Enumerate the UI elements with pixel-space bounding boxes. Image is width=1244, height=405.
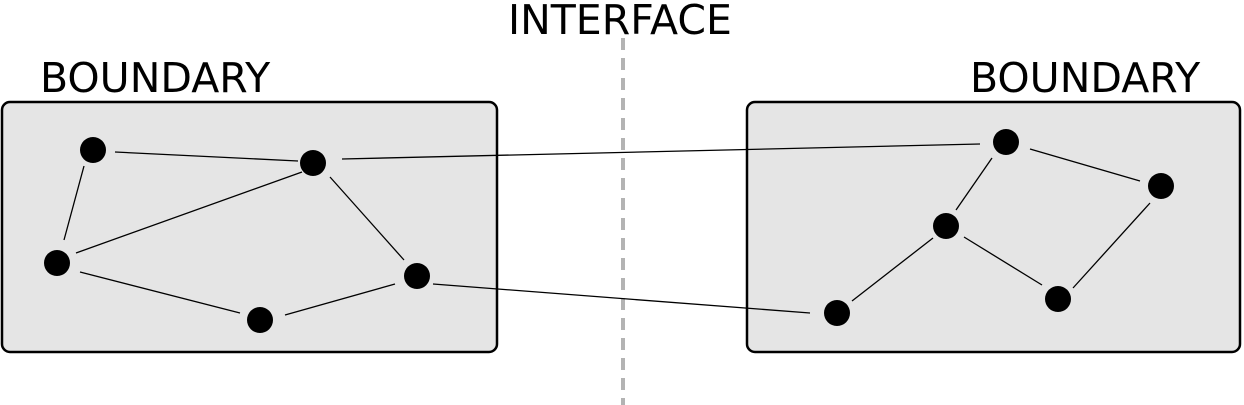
edge bbox=[1029, 148, 1141, 182]
edge bbox=[432, 283, 811, 314]
edge bbox=[963, 236, 1043, 286]
edge bbox=[284, 283, 396, 316]
edge bbox=[1072, 202, 1151, 289]
edge bbox=[75, 171, 303, 254]
node bbox=[824, 300, 850, 326]
node bbox=[993, 129, 1019, 155]
node bbox=[44, 250, 70, 276]
edge bbox=[851, 237, 934, 302]
left-boundary-label: BOUNDARY bbox=[40, 54, 271, 102]
right-boundary-label: BOUNDARY bbox=[970, 54, 1201, 102]
right-boundary-box bbox=[745, 100, 1242, 354]
node bbox=[80, 137, 106, 163]
edge bbox=[63, 165, 85, 241]
edge bbox=[329, 176, 405, 261]
node bbox=[300, 150, 326, 176]
node bbox=[1045, 286, 1071, 312]
node bbox=[404, 263, 430, 289]
node bbox=[933, 213, 959, 239]
edge bbox=[79, 271, 241, 314]
edge bbox=[955, 157, 993, 211]
edge bbox=[341, 143, 981, 160]
interface-label: INTERFACE bbox=[508, 0, 732, 44]
node bbox=[1148, 173, 1174, 199]
edge bbox=[114, 151, 299, 162]
node bbox=[247, 307, 273, 333]
